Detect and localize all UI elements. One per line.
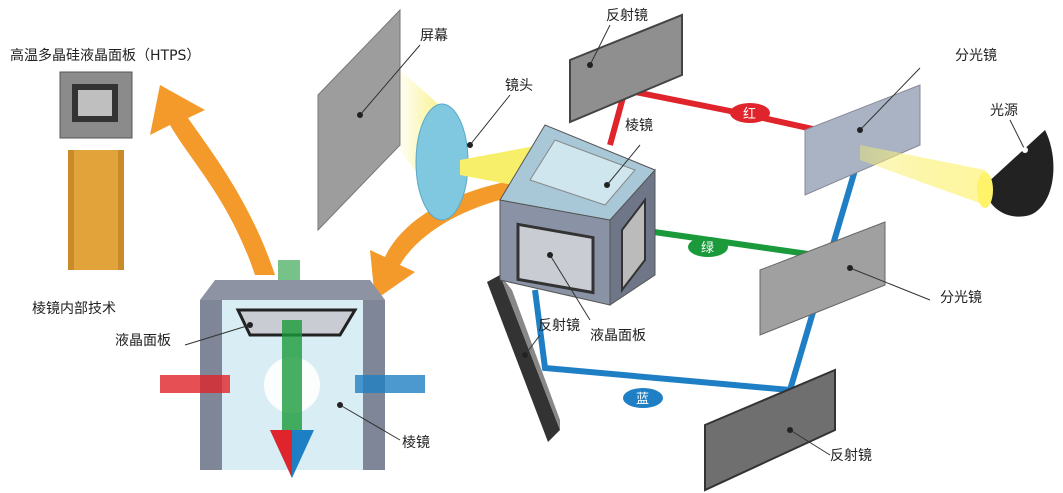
- screen: [317, 8, 401, 232]
- central-prism-cube: [499, 124, 656, 306]
- prism-left-label: 棱镜: [402, 435, 430, 451]
- orange-arrow-up: [150, 85, 275, 275]
- mirror-bottom-label: 反射镜: [830, 448, 872, 464]
- prism-tech-label: 棱镜内部技术: [32, 301, 116, 317]
- lcd-center-label: 液晶面板: [590, 328, 646, 344]
- htps-chip: [59, 71, 133, 270]
- screen-label: 屏幕: [420, 28, 448, 44]
- light-source-label: 光源: [990, 103, 1018, 119]
- light-beam: [860, 145, 985, 205]
- mirror-left: [487, 275, 560, 442]
- dichroic-top: [804, 84, 921, 196]
- light-source: [985, 130, 1054, 217]
- red-badge: 红: [730, 103, 770, 123]
- lcd-left-label: 液晶面板: [115, 333, 171, 349]
- red-path: [607, 86, 841, 146]
- svg-text:绿: 绿: [701, 241, 714, 256]
- mirror-top: [569, 13, 683, 124]
- svg-text:红: 红: [743, 106, 756, 122]
- mirror-top-label: 反射镜: [606, 8, 648, 24]
- green-badge: 绿: [688, 237, 728, 257]
- prism-internal-view: [160, 260, 425, 478]
- mirror-left-label: 反射镜: [538, 318, 580, 334]
- green-path: [639, 227, 816, 258]
- htps-label: 高温多晶硅液晶面板（HTPS）: [10, 47, 200, 64]
- dichroic-mid: [759, 221, 886, 336]
- prism-center-label: 棱镜: [625, 118, 653, 134]
- dichroic-mid-label: 分光镜: [940, 290, 982, 306]
- blue-badge: 蓝: [623, 388, 663, 408]
- mirror-bottom: [704, 368, 836, 492]
- orange-arrow-left: [370, 180, 520, 300]
- dichroic-top-label: 分光镜: [955, 48, 997, 64]
- svg-text:蓝: 蓝: [636, 392, 649, 407]
- lens-label: 镜头: [505, 78, 533, 94]
